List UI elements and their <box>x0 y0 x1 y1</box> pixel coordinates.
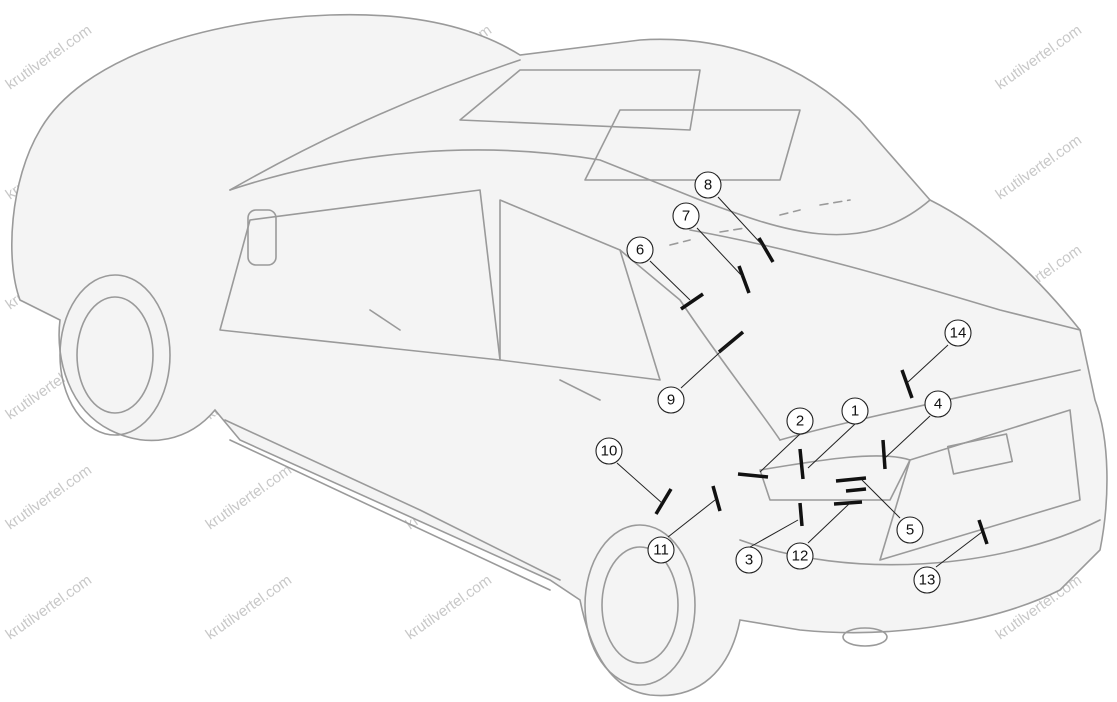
callout-2: 2 <box>786 407 814 435</box>
callout-12: 12 <box>786 542 814 570</box>
marker-8 <box>757 237 775 263</box>
marker-5a <box>835 476 867 483</box>
marker-13 <box>977 519 989 545</box>
callout-9: 9 <box>657 386 685 414</box>
watermark-text: krutilvertel.com <box>993 22 1085 94</box>
callout-13: 13 <box>913 566 941 594</box>
marker-4 <box>881 439 887 470</box>
callouts: 1 2 3 4 5 6 7 8 9 10 11 12 13 14 <box>595 171 972 594</box>
callout-label: 12 <box>792 548 809 565</box>
marker-3 <box>798 502 804 527</box>
callout-6: 6 <box>626 236 654 264</box>
callout-3: 3 <box>735 546 763 574</box>
callout-8: 8 <box>694 171 722 199</box>
marker-9 <box>717 330 745 354</box>
marker-7 <box>737 265 751 294</box>
callout-label: 10 <box>601 443 618 460</box>
callout-label: 9 <box>667 392 675 409</box>
callout-4: 4 <box>924 390 952 418</box>
callout-label: 7 <box>682 208 690 225</box>
marker-12 <box>833 500 863 506</box>
marker-2 <box>737 472 769 479</box>
marker-1 <box>798 448 805 480</box>
watermark-text: krutilvertel.com <box>203 462 295 534</box>
marker-14 <box>900 369 914 399</box>
marker-11 <box>711 485 722 512</box>
watermark-text: krutilvertel.com <box>203 572 295 644</box>
callout-label: 5 <box>906 522 914 539</box>
car-outline <box>11 13 1108 697</box>
marker-10 <box>654 488 673 515</box>
callout-label: 1 <box>851 403 859 420</box>
marker-6 <box>680 292 704 311</box>
callout-label: 2 <box>796 413 804 430</box>
watermark-text: krutilvertel.com <box>3 572 95 644</box>
callout-label: 4 <box>934 396 942 413</box>
callout-label: 3 <box>745 552 753 569</box>
marker-5b <box>845 487 867 493</box>
watermark-text: krutilvertel.com <box>3 22 95 94</box>
callout-5: 5 <box>896 516 924 544</box>
callout-label: 6 <box>636 242 644 259</box>
callout-label: 13 <box>919 572 936 589</box>
callout-7: 7 <box>672 202 700 230</box>
callout-10: 10 <box>595 437 623 465</box>
watermark-text: krutilvertel.com <box>403 572 495 644</box>
watermark-text: krutilvertel.com <box>993 132 1085 204</box>
callout-11: 11 <box>647 536 675 564</box>
callout-1: 1 <box>841 397 869 425</box>
callout-label: 8 <box>704 177 712 194</box>
leader-lines <box>616 196 983 568</box>
watermark-text: krutilvertel.com <box>3 462 95 534</box>
callout-label: 14 <box>950 325 967 342</box>
trim-markers <box>654 237 989 545</box>
callout-14: 14 <box>944 319 972 347</box>
callout-label: 11 <box>653 542 669 559</box>
